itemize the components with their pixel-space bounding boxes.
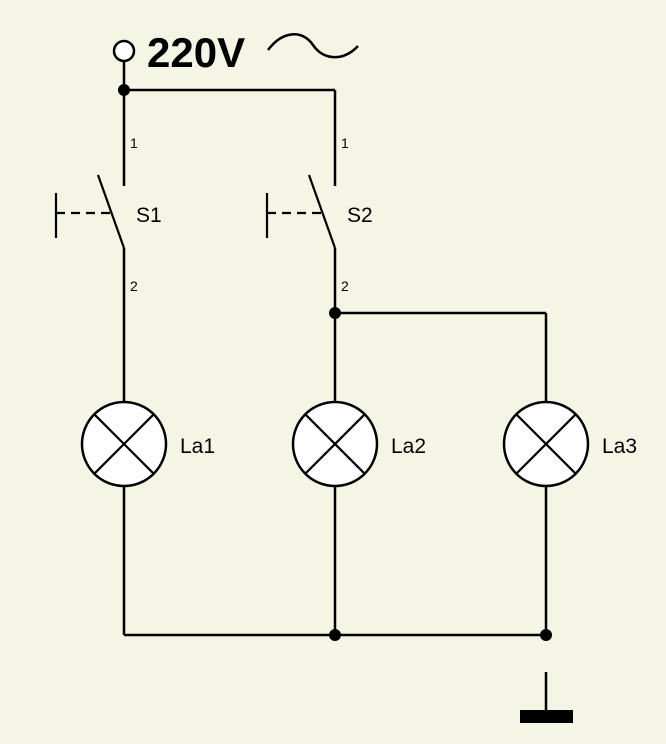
switch-s2-pin-1: 1 (341, 135, 349, 151)
switch-s1-label: S1 (136, 204, 162, 227)
junction-dot-ground (540, 629, 552, 641)
switch-s2-pin-2: 2 (341, 278, 349, 294)
switch-s1: 1 2 S1 (54, 135, 162, 294)
source-terminal (112, 39, 136, 63)
junction-dot-branch (329, 307, 341, 319)
junction-dot-supply (118, 84, 130, 96)
switch-s2-label: S2 (347, 204, 373, 227)
ground-symbol (520, 710, 573, 723)
lamp-la3-label: La3 (602, 435, 637, 458)
switch-s2: 1 2 S2 (265, 135, 373, 294)
lamp-la3: La3 (502, 400, 637, 488)
lamp-la2: La2 (291, 400, 426, 488)
lamp-la2-label: La2 (391, 435, 426, 458)
switch-s1-pin-1: 1 (130, 135, 138, 151)
lamp-la1: La1 (80, 400, 215, 488)
ac-sine-symbol (267, 33, 359, 59)
switch-s1-pin-2: 2 (130, 278, 138, 294)
switch-s2-blade (307, 174, 337, 249)
junction-dot-return (329, 629, 341, 641)
source-voltage-label: 220V (147, 29, 245, 76)
lamp-la1-label: La1 (180, 435, 215, 458)
switch-s1-blade (96, 174, 126, 249)
